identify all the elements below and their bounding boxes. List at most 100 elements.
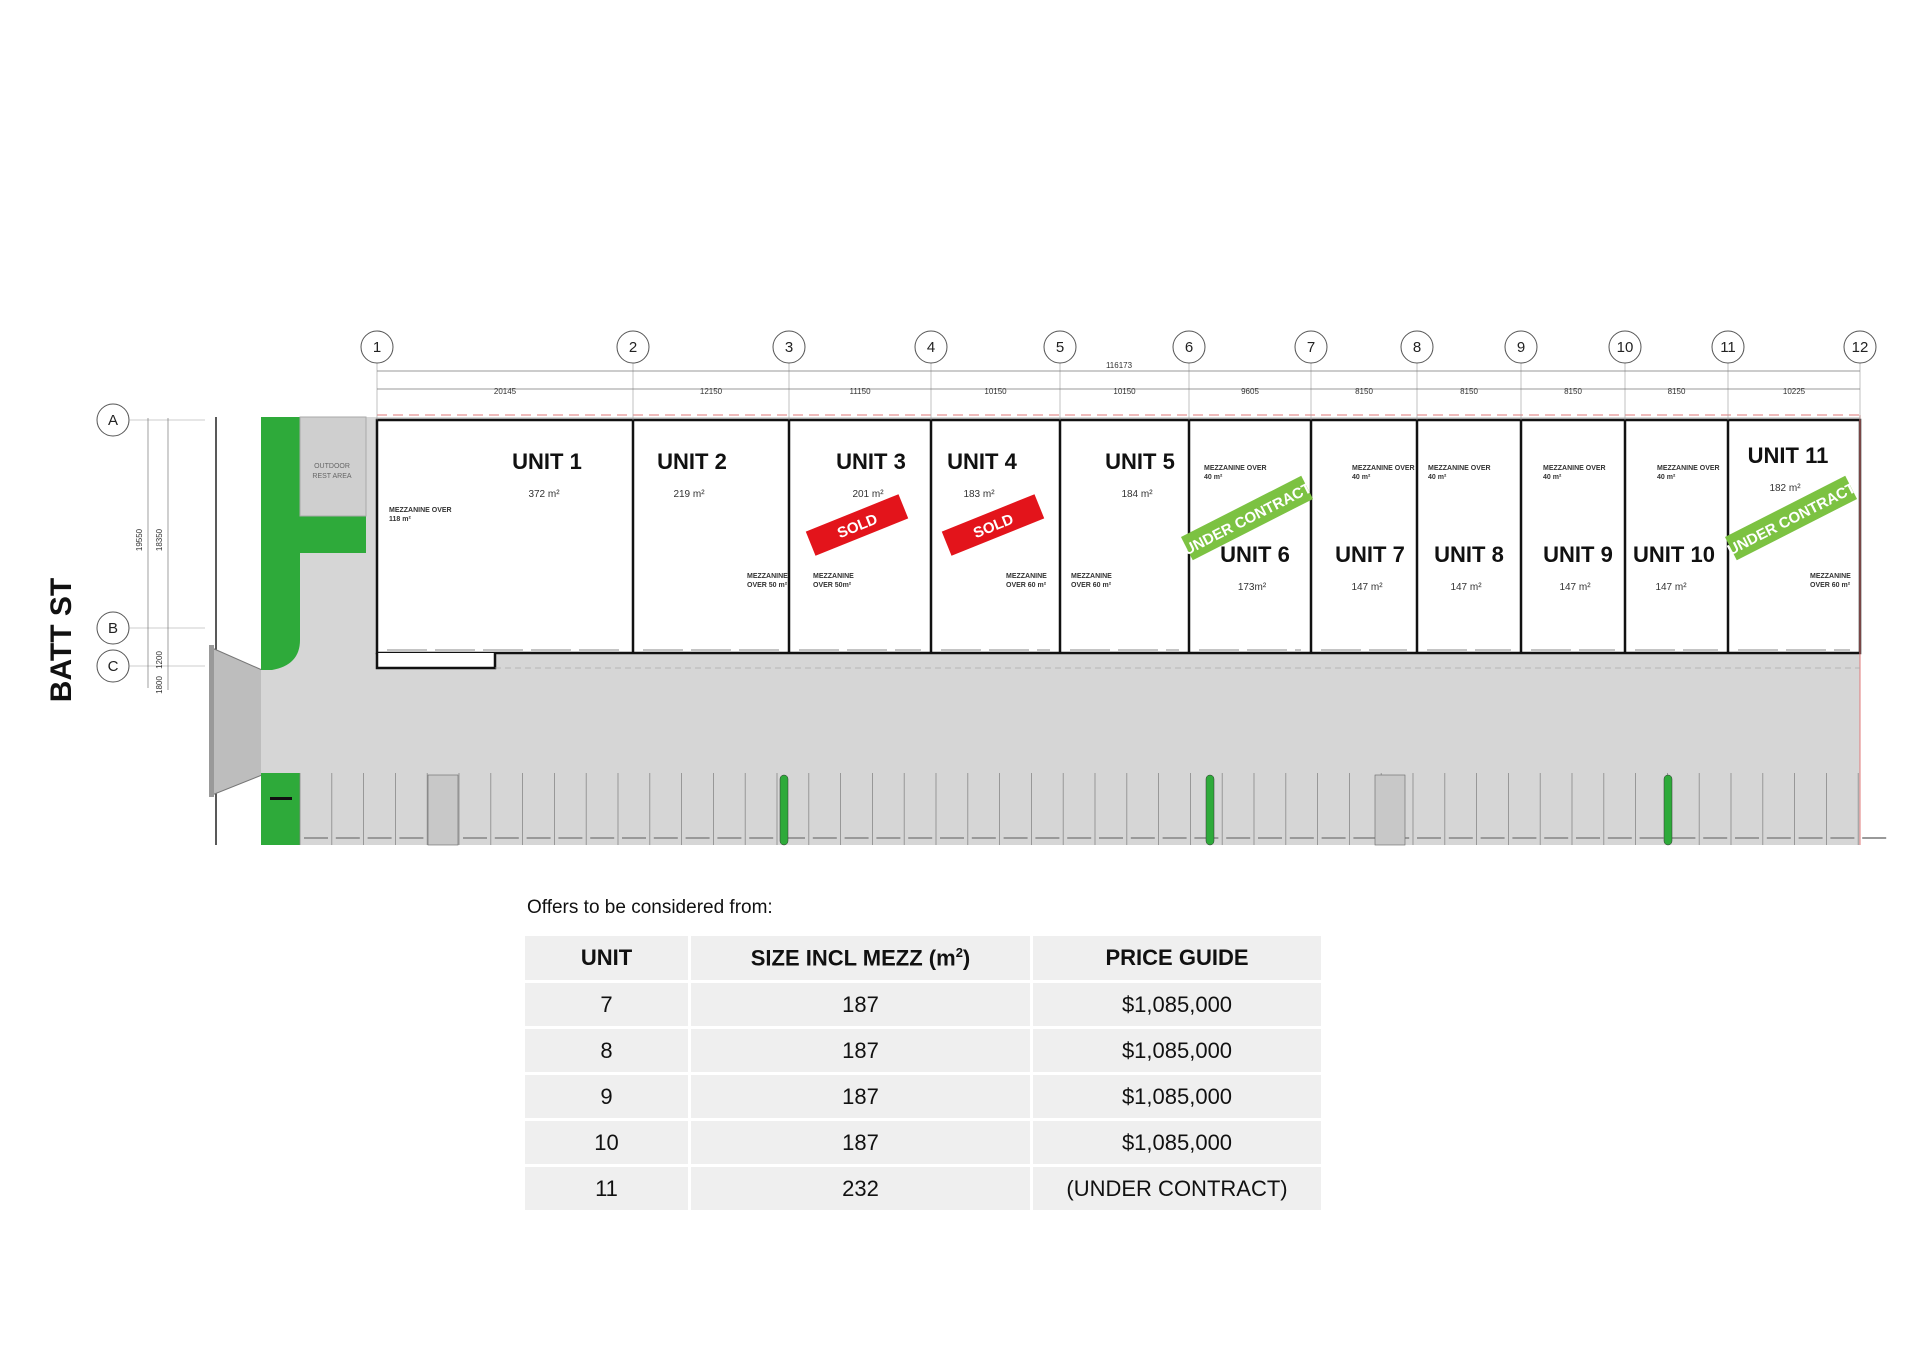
unit-label: UNIT 5 xyxy=(1105,449,1175,474)
unit-label: UNIT 6 xyxy=(1220,542,1290,567)
price-cell: $1,085,000 xyxy=(1033,1121,1321,1164)
grid-number: 11 xyxy=(1720,339,1736,356)
badge-background xyxy=(1724,475,1858,561)
size-cell: 187 xyxy=(691,1075,1030,1118)
segment-dimension: 8150 xyxy=(1460,387,1478,396)
landscape-garden-south xyxy=(261,773,300,845)
badge-background xyxy=(805,494,909,556)
segment-dimension: 8150 xyxy=(1564,387,1582,396)
mezzanine-area: 40 m² xyxy=(1543,474,1562,481)
kerb xyxy=(209,645,214,797)
unit1-office xyxy=(375,653,497,670)
building-outline xyxy=(375,418,1862,655)
unit-area: 182 m² xyxy=(1769,483,1801,494)
size-cell: 187 xyxy=(691,1121,1030,1164)
unit-cell: 8 xyxy=(525,1029,688,1072)
vertical-dimension: 1800 xyxy=(155,676,164,694)
grid-bubble xyxy=(1172,330,1206,364)
unit-label: UNIT 10 xyxy=(1633,542,1715,567)
unit-cell: 9 xyxy=(525,1075,688,1118)
unit-area: 183 m² xyxy=(963,489,995,500)
badge-background xyxy=(941,494,1045,556)
mezzanine-area: 40 m² xyxy=(1657,474,1676,481)
landscape-strip xyxy=(1205,774,1215,846)
segment-dimension: 10225 xyxy=(1783,387,1806,396)
landscape-garden xyxy=(261,417,366,670)
grid-number: 4 xyxy=(927,339,935,356)
segment-dimension: 10150 xyxy=(984,387,1007,396)
size-cell: 232 xyxy=(691,1167,1030,1210)
grid-number: 1 xyxy=(373,339,381,356)
grid-number: 9 xyxy=(1517,339,1525,356)
car-parking xyxy=(299,773,1887,846)
vertical-dimension: 1200 xyxy=(155,651,164,669)
mezzanine-area: OVER 50m² xyxy=(813,582,852,589)
grid-letter: A xyxy=(108,412,118,429)
badge-background xyxy=(1180,475,1314,561)
mezzanine-area: 40 m² xyxy=(1428,474,1447,481)
segment-dimension: 10150 xyxy=(1113,387,1136,396)
grid-number: 7 xyxy=(1307,339,1315,356)
mezzanine-label: MEZZANINE OVER xyxy=(1657,465,1720,472)
mezzanine-label: MEZZANINE xyxy=(747,573,788,580)
mezzanine-label: MEZZANINE OVER xyxy=(389,507,452,514)
outdoor-area-label: OUTDOOR xyxy=(314,463,350,470)
unit-label: UNIT 7 xyxy=(1335,542,1405,567)
outdoor-area-label: REST AREA xyxy=(312,473,351,480)
unit-cell: 11 xyxy=(525,1167,688,1210)
grid-bubble xyxy=(360,330,394,364)
mezzanine-label: MEZZANINE xyxy=(813,573,854,580)
unit-area: 147 m² xyxy=(1559,582,1591,593)
unit-cell: 7 xyxy=(525,983,688,1026)
grid-bubble xyxy=(1504,330,1538,364)
grid-bubble xyxy=(1711,330,1745,364)
grid-bubble xyxy=(772,330,806,364)
grid-bubble xyxy=(1043,330,1077,364)
mezzanine-label: MEZZANINE OVER xyxy=(1352,465,1415,472)
unit-label: UNIT 9 xyxy=(1543,542,1613,567)
grid-number: 3 xyxy=(785,339,793,356)
unit-cell: 10 xyxy=(525,1121,688,1164)
unit-area: 173m² xyxy=(1238,582,1267,593)
driveway-crossover xyxy=(211,647,263,796)
unit-label: UNIT 1 xyxy=(512,449,582,474)
segment-dimension: 20145 xyxy=(494,387,517,396)
vertical-dimension: 19550 xyxy=(135,528,144,551)
segment-dimension: 12150 xyxy=(700,387,723,396)
mezzanine-area: OVER 50 m² xyxy=(747,582,788,589)
mezzanine-label: MEZZANINE OVER xyxy=(1428,465,1491,472)
bin xyxy=(270,797,292,800)
price-cell: $1,085,000 xyxy=(1033,983,1321,1026)
grid-bubble xyxy=(1608,330,1642,364)
mezzanine-label: MEZZANINE OVER xyxy=(1204,465,1267,472)
hatched-bay xyxy=(1374,774,1406,846)
unit-walls xyxy=(387,420,1860,669)
segment-dimension: 11150 xyxy=(849,387,871,396)
grid-bubble xyxy=(914,330,948,364)
header-size: SIZE INCL MEZZ (m2) xyxy=(691,936,1030,980)
grid-bubble xyxy=(1843,330,1877,364)
grid-number: 10 xyxy=(1617,339,1634,356)
mezzanine-area: OVER 60 m² xyxy=(1006,582,1047,589)
street-name: BATT ST xyxy=(45,577,78,703)
mezzanine-area: 40 m² xyxy=(1204,474,1223,481)
mezzanine-label: MEZZANINE OVER xyxy=(1543,465,1606,472)
grid-bubble xyxy=(1294,330,1328,364)
mezzanine-label: MEZZANINE xyxy=(1810,573,1851,580)
total-dimension: 116173 xyxy=(1106,361,1133,370)
landscape-strip xyxy=(779,774,789,846)
unit-area: 147 m² xyxy=(1655,582,1687,593)
header-price: PRICE GUIDE xyxy=(1033,936,1321,980)
unit-label: UNIT 2 xyxy=(657,449,727,474)
vertical-dimension: 18350 xyxy=(155,528,164,551)
unit-area: 201 m² xyxy=(852,489,884,500)
